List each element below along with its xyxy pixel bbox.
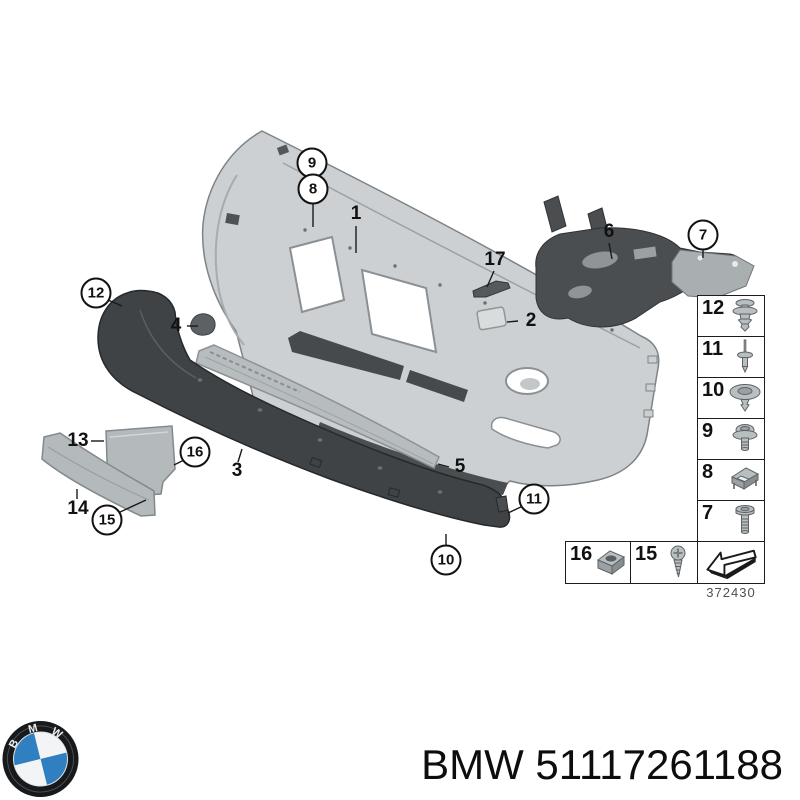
fastener-cell-label: 10 [702, 379, 725, 401]
trim-strip-part [195, 344, 440, 470]
cap-part [190, 313, 216, 336]
callout-13[interactable]: 13 [67, 430, 89, 451]
drawing-number: 372430 [706, 585, 756, 600]
callout-12[interactable]: 12 [80, 277, 112, 309]
part-number-text: BMW 51117261188 [421, 741, 783, 788]
fastener-cell-label: 7 [702, 502, 714, 524]
callout-8[interactable]: 8 [297, 173, 329, 205]
fastener-cell-15[interactable]: 15 [630, 541, 698, 584]
mounting-bracket-part [535, 195, 755, 328]
callout-7[interactable]: 7 [687, 219, 719, 251]
fastener-cell-16[interactable]: 16 [565, 541, 631, 584]
pin-rivet-icon [728, 339, 762, 375]
grommet-washer-icon [728, 380, 762, 416]
washer-screw-icon [728, 421, 762, 457]
fastener-cell-label: 12 [702, 297, 725, 319]
fastener-cell-label: 15 [635, 543, 658, 565]
tapping-screw-icon [661, 545, 695, 581]
callout-14[interactable]: 14 [67, 498, 89, 519]
callout-15[interactable]: 15 [91, 504, 123, 536]
fastener-cell-label: 9 [702, 420, 714, 442]
parts-diagram-canvas [41, 130, 755, 547]
fastener-cell-7[interactable]: 7 [697, 500, 765, 542]
callout-9[interactable]: 9 [296, 147, 328, 179]
lower-spoiler-part [97, 289, 511, 528]
callout-3[interactable]: 3 [231, 460, 243, 481]
fastener-cell-label: 11 [702, 338, 724, 360]
callout-17[interactable]: 17 [484, 249, 506, 270]
fastener-cell-label: 8 [702, 461, 714, 483]
svg-text:M: M [27, 722, 39, 736]
callout-5[interactable]: 5 [454, 456, 466, 477]
callout-4[interactable]: 4 [170, 315, 182, 336]
callout-6[interactable]: 6 [603, 221, 615, 242]
callout-11[interactable]: 11 [518, 483, 550, 515]
fastener-cell-10[interactable]: 10 [697, 377, 765, 419]
absorber-panel-lower-part [41, 432, 156, 517]
clamp-nut-icon [728, 462, 762, 498]
callout-10[interactable]: 10 [430, 544, 462, 576]
washer-cover-cap-part [476, 306, 507, 331]
callout-16[interactable]: 16 [179, 436, 211, 468]
square-nut-icon [594, 545, 628, 581]
bmw-roundel-logo: B M W [2, 721, 79, 797]
expansion-rivet-icon [728, 298, 762, 334]
fastener-cell-8[interactable]: 8 [697, 459, 765, 501]
fastener-cell-12[interactable]: 12 [697, 295, 765, 337]
callout-1[interactable]: 1 [350, 203, 362, 224]
retainer-bracket-part [472, 280, 511, 298]
fastener-cell-11[interactable]: 11 [697, 336, 765, 378]
fastener-cell-9[interactable]: 9 [697, 418, 765, 460]
direction-arrow-cell[interactable] [697, 541, 765, 584]
callout-2[interactable]: 2 [525, 310, 537, 331]
fastener-cell-label: 16 [570, 543, 593, 565]
socket-bolt-icon [728, 503, 762, 539]
direction-arrow-icon [703, 545, 761, 581]
